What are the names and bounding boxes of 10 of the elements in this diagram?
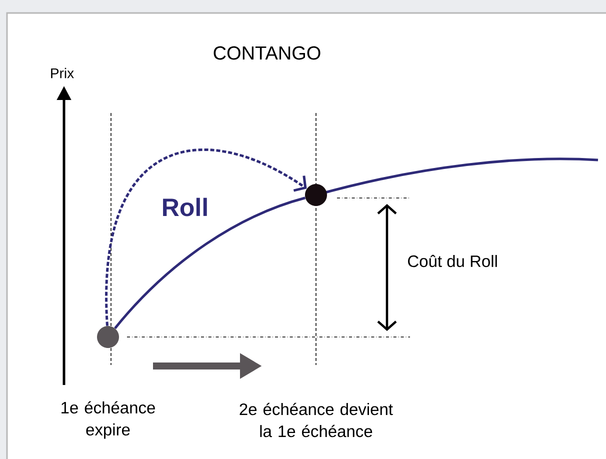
axis-label: Prix [51,68,74,78]
axis-caption: 1e échéance expire [62,401,155,439]
title: CONTANGO [214,46,320,60]
dot [305,184,327,206]
arrow [105,148,307,326]
dimension-label: Coût du Roll [408,254,497,268]
dot [97,326,119,348]
axis-caption: 2e échéance devient la 1e échéance [240,402,393,438]
edge-label: Roll [163,198,207,216]
curve [114,196,306,330]
